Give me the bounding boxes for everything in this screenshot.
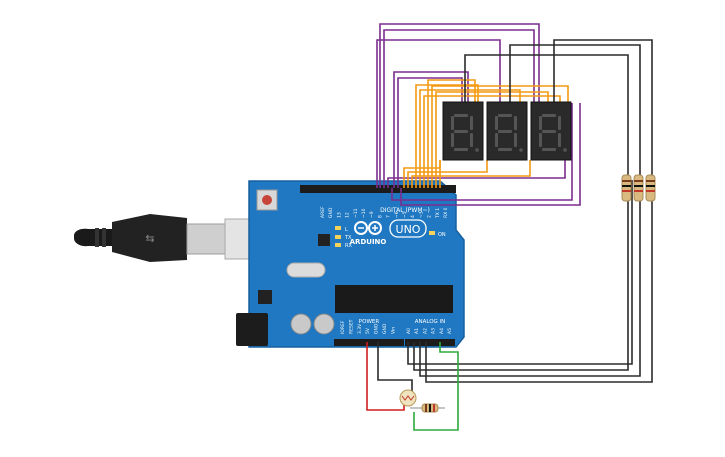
pin-label: IOREF	[340, 320, 346, 334]
pin-label: 7	[386, 215, 392, 218]
pin-label: A0	[406, 328, 412, 334]
segment	[498, 114, 512, 117]
pin-label: A4	[439, 328, 445, 334]
segment	[542, 130, 556, 133]
pin-label: TX 1	[435, 208, 441, 219]
decimal-point	[475, 148, 479, 152]
pin-label: AREF	[320, 206, 326, 218]
pin-label: RESET	[348, 319, 354, 334]
segment	[454, 130, 468, 133]
pin-label: GND	[374, 323, 380, 334]
pin-label: ~6	[394, 211, 400, 218]
pin-label: 3.3V	[357, 323, 363, 334]
brand-label: ARDUINO	[350, 238, 387, 246]
segment	[498, 148, 512, 151]
segment	[495, 116, 498, 130]
decimal-point	[519, 148, 523, 152]
pin-label: 5V	[365, 327, 371, 334]
seven-segment-displays	[442, 101, 572, 161]
pin-label: GND	[382, 323, 388, 334]
led-rx-label: RX	[345, 243, 352, 249]
segment	[539, 116, 542, 130]
red-wire[interactable]	[366, 342, 405, 411]
segment	[542, 114, 556, 117]
segment	[498, 130, 512, 133]
pin-label: 12	[345, 212, 351, 218]
seven-segment-display	[442, 101, 484, 161]
pin-label: Vin	[390, 327, 396, 334]
ldr-resistor[interactable]	[410, 403, 445, 413]
pin-label: ~11	[353, 208, 359, 218]
segment	[454, 114, 468, 117]
pin-label: A3	[431, 328, 437, 334]
on-led-label: ON	[438, 232, 446, 238]
segment	[539, 133, 542, 147]
pin-label: 2	[427, 215, 433, 218]
seven-segment-display	[486, 101, 528, 161]
segment	[542, 148, 556, 151]
segment	[454, 148, 468, 151]
led-l-label: L	[345, 227, 348, 233]
model-label: UNO	[396, 223, 421, 236]
dc-power-jack	[236, 313, 268, 346]
usb-cable[interactable]: ⇆	[74, 214, 268, 262]
segment	[451, 133, 454, 147]
atmega-chip	[335, 285, 453, 313]
green-wire[interactable]	[413, 342, 459, 431]
pin-label: A2	[422, 328, 428, 334]
arduino-uno-board[interactable]: L TX RX ON ARDUINO UNO DIGITAL (PWM~) PO…	[236, 180, 465, 348]
segment	[451, 116, 454, 130]
segment	[470, 133, 473, 147]
segment	[558, 116, 561, 130]
pin-label: GND	[328, 207, 334, 218]
pin-label: ~10	[361, 208, 367, 218]
pin-label: 13	[336, 212, 342, 218]
pin-label: A1	[414, 328, 420, 334]
segment	[558, 133, 561, 147]
pin-label: 4	[410, 215, 416, 218]
segment	[495, 133, 498, 147]
pin-label: RX 0	[443, 207, 449, 218]
pin-label: 8	[377, 215, 383, 218]
seven-segment-display	[530, 101, 572, 161]
power-label: POWER	[359, 319, 380, 325]
segment	[514, 133, 517, 147]
pin-label: ~9	[369, 211, 375, 218]
arduino-logo-icon	[354, 221, 382, 235]
photoresistor[interactable]	[399, 389, 417, 407]
pin-label: A5	[447, 328, 453, 334]
resistor-array[interactable]	[621, 174, 656, 202]
digital-label: DIGITAL (PWM~)	[380, 207, 430, 214]
usb-symbol-icon: ⇆	[145, 232, 154, 245]
black-wires[interactable]	[377, 39, 653, 398]
digital-header[interactable]	[300, 185, 456, 193]
led-tx-label: TX	[344, 235, 352, 241]
crystal-oscillator	[286, 262, 326, 278]
orange-wires[interactable]	[403, 79, 569, 188]
analog-header[interactable]	[405, 339, 455, 346]
power-header[interactable]	[334, 339, 404, 346]
segment	[514, 116, 517, 130]
analog-label: ANALOG IN	[415, 319, 446, 325]
decimal-point	[563, 148, 567, 152]
segment	[470, 116, 473, 130]
pin-label: ~5	[402, 211, 408, 218]
pin-label: ~3	[418, 211, 424, 218]
